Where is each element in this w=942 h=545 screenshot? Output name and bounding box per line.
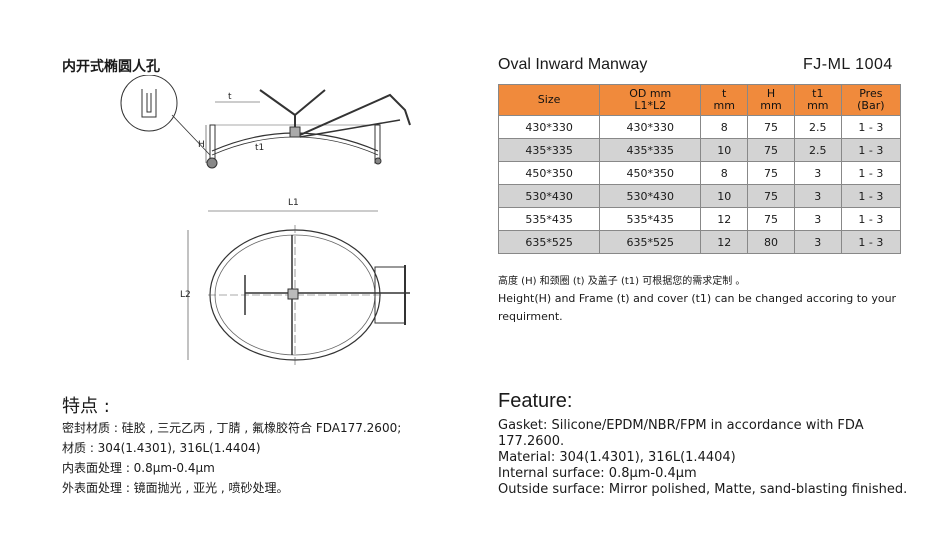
dim-label-h: H bbox=[198, 140, 205, 150]
dim-label-t1: t1 bbox=[255, 143, 264, 153]
table-row: 430*330 430*330 8 75 2.5 1 - 3 bbox=[497, 115, 902, 139]
cell-size: 450*350 bbox=[497, 161, 601, 185]
feature-line: Gasket: Silicone/EPDM/NBR/FPM in accorda… bbox=[498, 418, 864, 449]
cell-size: 435*335 bbox=[497, 138, 601, 162]
dim-label-l1: L1 bbox=[288, 198, 299, 208]
cell-t: 12 bbox=[700, 207, 749, 231]
feature-line: 材质 : 304(1.4301), 316L(1.4404) bbox=[62, 441, 261, 455]
cell-od: 430*330 bbox=[599, 115, 702, 139]
table-row: 635*525 635*525 12 80 3 1 - 3 bbox=[497, 230, 902, 254]
cell-pressure: 1 - 3 bbox=[840, 207, 902, 231]
cell-t: 10 bbox=[700, 138, 749, 162]
features-title-en: Feature: bbox=[498, 390, 573, 412]
cell-pressure: 1 - 3 bbox=[840, 161, 902, 185]
table-row: 535*435 535*435 12 75 3 1 - 3 bbox=[497, 207, 902, 231]
cell-od: 535*435 bbox=[599, 207, 702, 231]
cell-t1: 2.5 bbox=[793, 138, 842, 162]
cell-od: 450*350 bbox=[599, 161, 702, 185]
customization-note-cn: 高度 (H) 和颈圈 (t) 及盖子 (t1) 可根据您的需求定制 。 bbox=[498, 276, 746, 287]
manway-technical-drawing: t H t1 L1 L2 bbox=[120, 75, 411, 365]
table-row: 530*430 530*430 10 75 3 1 - 3 bbox=[497, 184, 902, 208]
cell-t: 8 bbox=[700, 161, 749, 185]
cell-t1: 3 bbox=[793, 184, 842, 208]
drawing-title-cn: 内开式椭圆人孔 bbox=[62, 59, 160, 75]
feature-line: 外表面处理 : 镜面抛光 , 亚光 , 喷砂处理。 bbox=[62, 481, 289, 495]
cell-pressure: 1 - 3 bbox=[840, 230, 902, 254]
cell-t: 10 bbox=[700, 184, 749, 208]
features-title-cn: 特点 : bbox=[62, 396, 110, 417]
cell-od: 635*525 bbox=[599, 230, 702, 254]
dim-label-l2: L2 bbox=[180, 290, 191, 300]
cell-h: 75 bbox=[747, 161, 795, 185]
feature-line: Outside surface: Mirror polished, Matte,… bbox=[498, 482, 908, 497]
header-pressure: Pres(Bar) bbox=[840, 84, 902, 116]
cell-size: 635*525 bbox=[497, 230, 601, 254]
product-title: Oval Inward Manway bbox=[498, 56, 648, 73]
feature-line: Material: 304(1.4301), 316L(1.4404) bbox=[498, 450, 736, 465]
cell-t1: 3 bbox=[793, 230, 842, 254]
feature-line: Internal surface: 0.8μm-0.4μm bbox=[498, 466, 697, 481]
cell-h: 75 bbox=[747, 115, 795, 139]
cell-t: 8 bbox=[700, 115, 749, 139]
cell-t: 12 bbox=[700, 230, 749, 254]
cell-t1: 3 bbox=[793, 207, 842, 231]
model-number: FJ-ML 1004 bbox=[803, 56, 893, 73]
cell-h: 75 bbox=[747, 138, 795, 162]
features-list-cn: 密封材质 : 硅胶 , 三元乙丙 , 丁腈 , 氟橡胶符合 FDA177.260… bbox=[62, 418, 401, 498]
feature-line: 密封材质 : 硅胶 , 三元乙丙 , 丁腈 , 氟橡胶符合 FDA177.260… bbox=[62, 421, 402, 435]
cell-size: 430*330 bbox=[497, 115, 601, 139]
cell-h: 75 bbox=[747, 184, 795, 208]
cell-pressure: 1 - 3 bbox=[840, 138, 902, 162]
cell-size: 530*430 bbox=[497, 184, 601, 208]
features-list-en: Gasket: Silicone/EPDM/NBR/FPM in accorda… bbox=[498, 418, 918, 498]
header-size: Size bbox=[497, 84, 601, 116]
cell-pressure: 1 - 3 bbox=[840, 184, 902, 208]
table-row: 435*335 435*335 10 75 2.5 1 - 3 bbox=[497, 138, 902, 162]
customization-note-en: Height(H) and Frame (t) and cover (t1) c… bbox=[498, 292, 897, 323]
cell-pressure: 1 - 3 bbox=[840, 115, 902, 139]
cell-h: 75 bbox=[747, 207, 795, 231]
table-row: 450*350 450*350 8 75 3 1 - 3 bbox=[497, 161, 902, 185]
cell-h: 80 bbox=[747, 230, 795, 254]
cell-od: 435*335 bbox=[599, 138, 702, 162]
cell-od: 530*430 bbox=[599, 184, 702, 208]
cell-size: 535*435 bbox=[497, 207, 601, 231]
dim-label-t: t bbox=[228, 92, 232, 102]
feature-line: 内表面处理 : 0.8μm-0.4μm bbox=[62, 461, 215, 475]
cell-t1: 3 bbox=[793, 161, 842, 185]
cell-t1: 2.5 bbox=[793, 115, 842, 139]
